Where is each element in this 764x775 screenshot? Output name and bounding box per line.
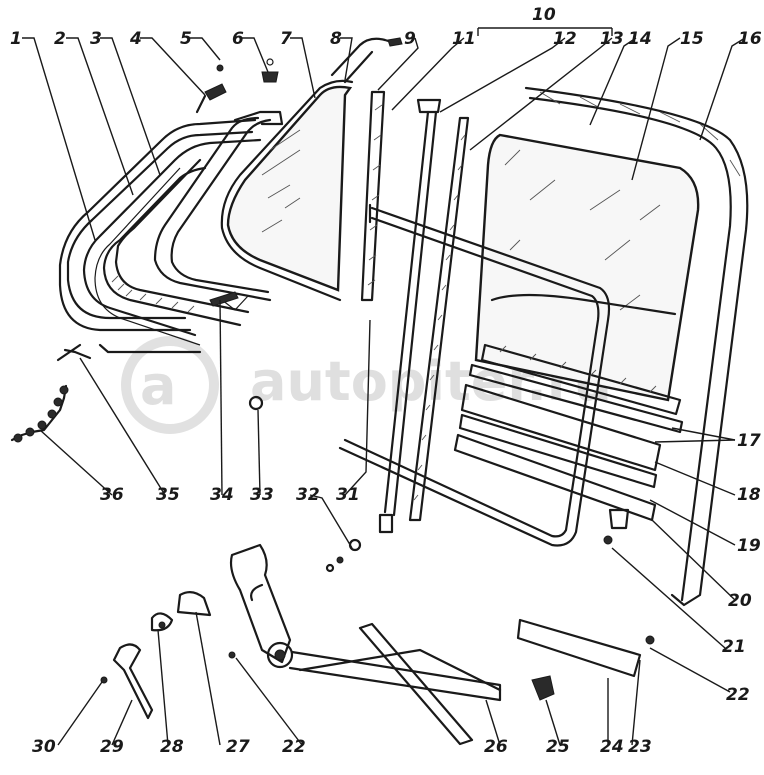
callout-2: 2 [54,29,66,49]
callout-28: 28 [160,737,184,757]
division-bar-seal [360,90,386,302]
callout-8: 8 [330,29,342,49]
clips [195,58,279,114]
callout-4: 4 [129,29,142,49]
callout-30: 30 [32,737,56,757]
callout-23: 23 [628,737,652,757]
glass-run-channels [58,110,284,354]
callout-10: 10 [532,5,556,25]
callout-27: 27 [226,737,250,757]
callout-19: 19 [737,536,761,556]
watermark-logo: a [140,354,176,417]
callout-13: 13 [600,29,624,49]
callout-17: 17 [737,431,761,451]
callout-31: 31 [336,485,360,505]
door-glass-frame [338,86,749,607]
callout-22-bottom: 22 [282,737,306,757]
callout-15: 15 [680,29,704,49]
callout-21: 21 [722,637,746,657]
callout-22-right: 22 [726,685,750,705]
callout-3: 3 [90,29,102,49]
callout-labels: 1 2 3 4 5 6 7 8 9 10 11 12 13 14 15 16 1… [10,5,762,757]
vent-window [220,37,403,302]
callout-14: 14 [628,29,652,49]
lower-bracket [516,618,655,701]
small-fasteners [10,291,362,573]
callout-36: 36 [100,485,124,505]
inner-channel [153,116,272,311]
callout-25: 25 [546,737,570,757]
leader-lines [22,27,746,746]
callout-35: 35 [156,485,180,505]
callout-34: 34 [210,485,234,505]
callout-16: 16 [738,29,762,49]
callout-11: 11 [452,29,476,49]
callout-12: 12 [553,29,577,49]
callout-6: 6 [232,29,244,49]
callout-32: 32 [296,485,320,505]
callout-20: 20 [728,591,752,611]
callout-24: 24 [600,737,624,757]
callout-18: 18 [737,485,761,505]
callout-33: 33 [250,485,274,505]
callout-29: 29 [100,737,124,757]
callout-9: 9 [404,29,416,49]
callout-7: 7 [280,29,292,49]
callout-5: 5 [180,29,192,49]
callout-1: 1 [10,29,22,49]
window-regulator [100,543,502,746]
callout-26: 26 [484,737,508,757]
vertical-guides [378,98,470,534]
